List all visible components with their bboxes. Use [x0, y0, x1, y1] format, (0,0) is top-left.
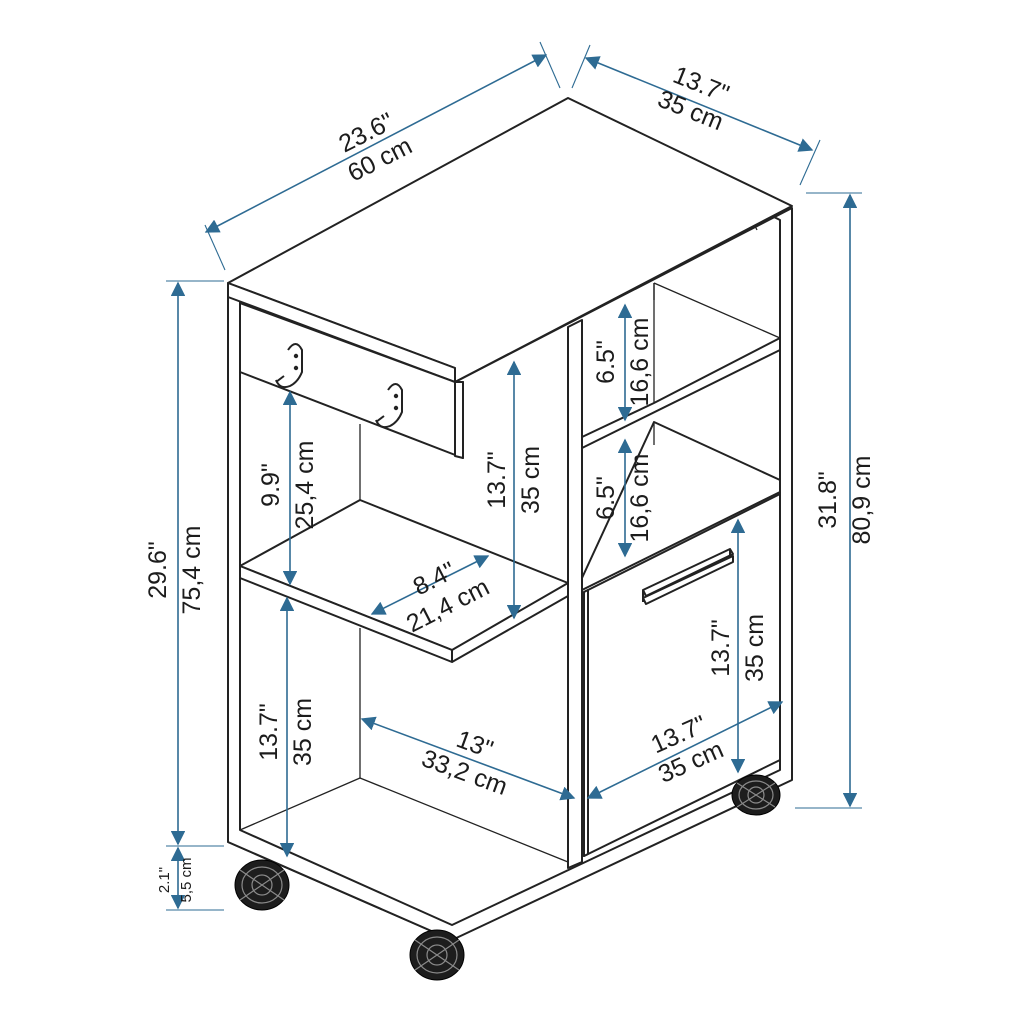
label-upper-mid-height-imperial: 13.7" [483, 451, 511, 509]
label-right-mid-shelf-metric: 16,6 cm [626, 454, 654, 543]
label-wheel-height-metric: 5,5 cm [178, 857, 195, 902]
label-body-height-imperial: 29.6" [144, 541, 172, 599]
caster-wheel-icon [234, 859, 290, 911]
wheels [234, 774, 781, 981]
label-right-mid-shelf-imperial: 6.5" [592, 476, 620, 520]
left-shelf-front [451, 595, 569, 663]
label-lower-left-height-imperial: 13.7" [255, 703, 283, 761]
top-front-edge [454, 207, 793, 383]
label-door-height-imperial: 13.7" [707, 619, 735, 677]
label-door-height-metric: 35 cm [741, 614, 769, 682]
label-right-upper-shelf-metric: 16,6 cm [626, 318, 654, 407]
caster-wheel-icon [731, 774, 781, 816]
label-lower-left-height-metric: 35 cm [289, 698, 317, 766]
bottom-inner-left [239, 777, 361, 831]
label-wheel-height-imperial: 2.1" [156, 867, 173, 893]
label-body-height-metric: 75,4 cm [178, 526, 206, 615]
label-upper-left-gap-metric: 25,4 cm [291, 441, 319, 530]
hook-icon [275, 343, 303, 389]
label-right-upper-shelf-imperial: 6.5" [592, 340, 620, 384]
drawer-side [454, 381, 464, 459]
label-total-height-metric: 80,9 cm [848, 456, 876, 545]
dimension-lines [166, 41, 862, 911]
dim-line-top-depth [584, 56, 814, 152]
top-notch [744, 225, 758, 232]
dim-line-door-width [586, 701, 784, 799]
hook-icon [375, 383, 403, 429]
label-total-height-imperial: 31.8" [814, 471, 842, 529]
caster-wheel-icon [409, 929, 465, 981]
right-upper-back [653, 282, 781, 339]
dim-line-top-width [204, 54, 548, 233]
label-upper-left-gap-imperial: 9.9" [257, 463, 285, 507]
dimension-labels: 23.6" 60 cm 13.7" 35 cm 31.8" 80,9 cm 29… [144, 61, 876, 903]
label-upper-mid-height-metric: 35 cm [517, 446, 545, 514]
center-divider [567, 319, 583, 869]
door-side [583, 589, 589, 857]
dim-line-lower-left-width [360, 716, 576, 801]
dim-line-left-shelf-depth [370, 555, 490, 615]
